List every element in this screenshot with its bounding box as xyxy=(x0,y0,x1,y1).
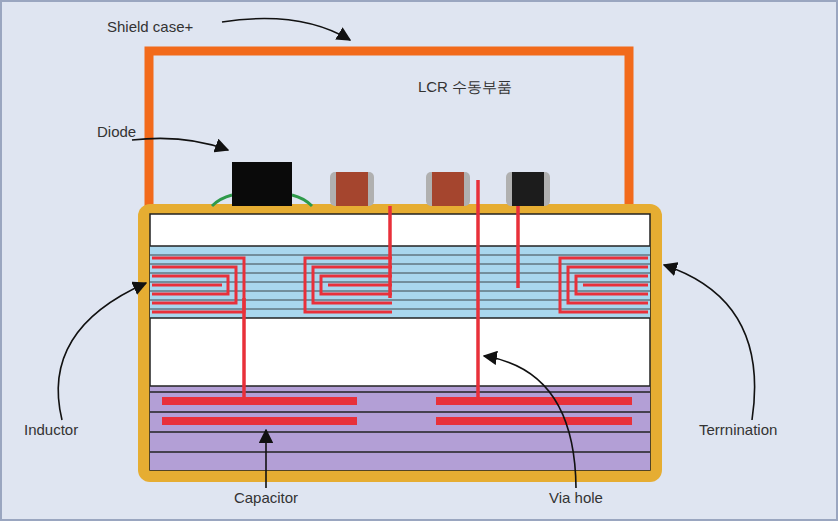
inductor-layers xyxy=(150,246,650,318)
part-label: Inductor xyxy=(22,421,80,439)
part-label: Diode xyxy=(95,123,138,141)
chip-inductor xyxy=(506,172,550,206)
leader-arrows xyxy=(58,19,754,488)
part-label: Shield case+ xyxy=(105,18,195,36)
inductor-traces xyxy=(152,258,648,312)
part-label: Terrnination xyxy=(697,421,779,439)
termination xyxy=(138,204,662,482)
diode-lead xyxy=(292,195,312,206)
chip-resistor xyxy=(330,172,374,206)
capacitor-layers xyxy=(150,386,650,470)
ceramic-body xyxy=(150,214,650,470)
via-holes xyxy=(244,180,518,400)
part-label: Via hole xyxy=(547,489,605,507)
chip-capacitor xyxy=(426,172,470,206)
diode-lead xyxy=(212,195,232,206)
layer-lines xyxy=(150,246,650,452)
shield-case xyxy=(149,51,629,212)
diode xyxy=(232,162,292,206)
part-label: Capacitor xyxy=(232,489,300,507)
part-label: LCR 수동부품 xyxy=(416,78,514,96)
